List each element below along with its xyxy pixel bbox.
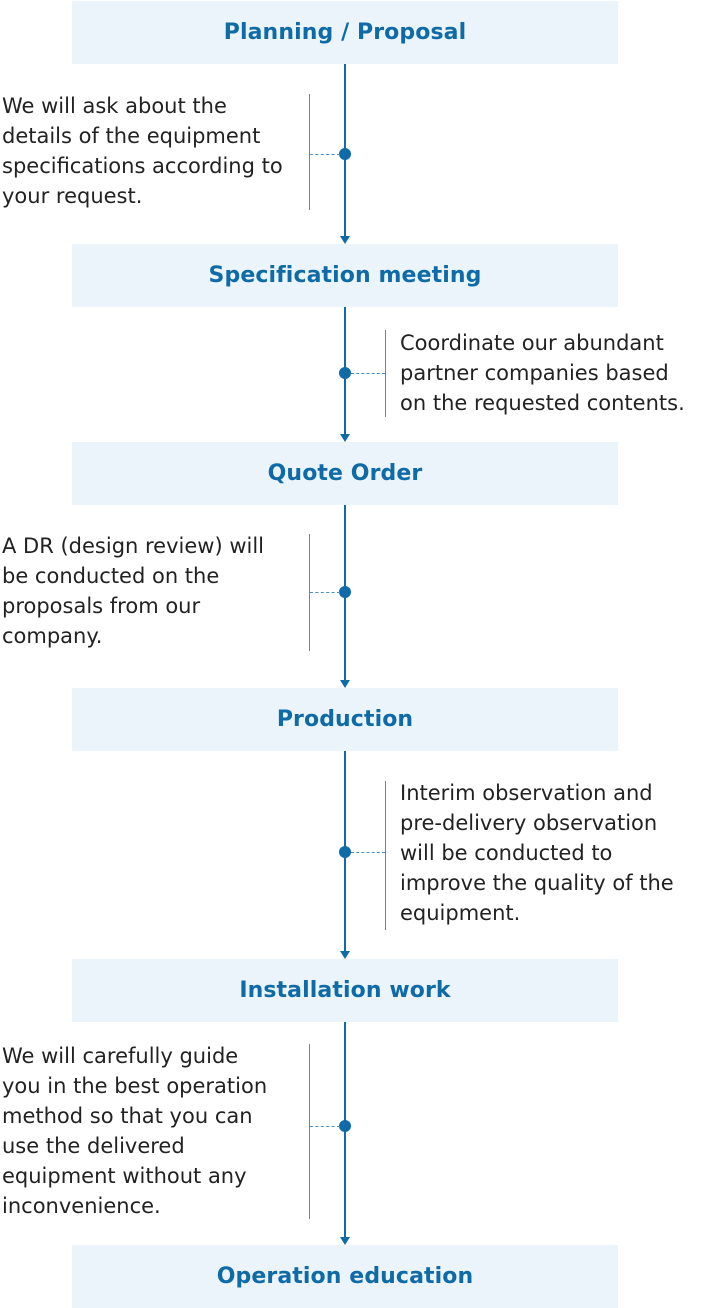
arrow-down-icon (340, 434, 350, 442)
step-label: Planning / Proposal (223, 20, 467, 45)
note-bracket (309, 534, 310, 651)
arrow-down-icon (340, 1237, 350, 1245)
note-leader-line (310, 154, 340, 155)
step-installation-work: Installation work (72, 959, 618, 1022)
step-production: Production (72, 688, 618, 751)
step-label: Specification meeting (208, 263, 482, 288)
note-bracket (385, 781, 386, 930)
arrow-down-icon (340, 236, 350, 244)
step-label: Installation work (239, 978, 451, 1003)
step-specification-meeting: Specification meeting (72, 244, 618, 307)
note-quote-order: A DR (design review) will be conducted o… (2, 534, 265, 648)
connector-dot (339, 586, 351, 598)
connector-dot (339, 1120, 351, 1132)
note-bracket (385, 330, 386, 417)
note-leader-line (310, 1126, 340, 1127)
note-planning: We will ask about the details of the equ… (2, 94, 283, 208)
step-label: Operation education (216, 1264, 474, 1289)
step-quote-order: Quote Order (72, 442, 618, 505)
step-label: Production (276, 707, 414, 732)
step-operation-education: Operation education (72, 1245, 618, 1308)
note-leader-line (310, 592, 340, 593)
step-label: Quote Order (267, 461, 423, 486)
note-installation: We will carefully guide you in the best … (2, 1044, 268, 1218)
note-specification: Coordinate our abundant partner companie… (400, 331, 685, 415)
connector-dot (339, 846, 351, 858)
connector-dot (339, 367, 351, 379)
step-planning-proposal: Planning / Proposal (72, 1, 618, 64)
note-leader-line (351, 852, 385, 853)
note-production: Interim observation and pre-delivery obs… (400, 781, 674, 925)
note-bracket (309, 94, 310, 210)
arrow-down-icon (340, 951, 350, 959)
note-leader-line (351, 373, 385, 374)
connector-dot (339, 148, 351, 160)
arrow-down-icon (340, 680, 350, 688)
note-bracket (309, 1044, 310, 1219)
